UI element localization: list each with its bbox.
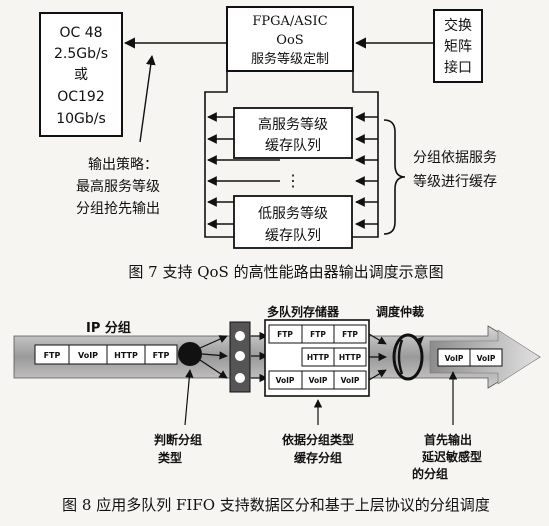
fpga-line-3: 服务等级定制: [251, 51, 329, 67]
output-policy-line-1: 输出策略：: [88, 156, 158, 173]
scheduler-arbiter-label: 调度仲裁: [376, 304, 424, 319]
buffer-annotation: 依据分组类型 缓存分组: [282, 432, 354, 465]
ip-packet-label: IP 分组: [86, 320, 131, 336]
queue-3-cell-2: VoIP: [309, 376, 328, 385]
buffer-note-line-2: 等级进行缓存: [413, 173, 497, 190]
figure7-caption: 图 7 支持 QoS 的高性能路由器输出调度示意图: [128, 263, 443, 281]
input-packet-3: HTTP: [114, 351, 138, 360]
classifier-gate: [229, 321, 251, 393]
fpga-line-2: OoS: [276, 33, 303, 48]
scheduler-swirl-icon: [392, 333, 424, 381]
memory-to-arbiter-arrows: [368, 333, 387, 381]
input-packet-1: FTP: [44, 351, 61, 360]
multi-queue-memory: FTP FTP FTP HTTP HTTP VoIP VoIP VoIP: [264, 319, 370, 397]
input-packet-2: VoIP: [78, 351, 98, 360]
fpga-qos-box: FPGA/ASIC OoS 服务等级定制: [226, 6, 354, 72]
low-queue-line-1: 低服务等级: [258, 205, 328, 222]
input-packet-4: FTP: [153, 351, 170, 360]
link-rate-line-1: OC 48: [59, 25, 102, 41]
output-policy-text: 输出策略： 最高服务等级 分组抢先输出: [76, 156, 160, 217]
low-queue-line-2: 缓存队列: [265, 228, 321, 244]
high-priority-queue: 高服务等级 缓存队列: [233, 107, 353, 159]
output-policy-line-2: 最高服务等级: [76, 178, 160, 195]
link-rate-line-2: 2.5Gb/s: [54, 46, 108, 62]
queue-arrows: [207, 112, 378, 229]
priority-line-1: 首先输出: [424, 432, 472, 447]
switch-line-3: 接口: [444, 59, 472, 76]
classify-line-2: 类型: [158, 450, 182, 465]
low-priority-queue: 低服务等级 缓存队列: [233, 195, 353, 249]
annotation-pointers: [184, 369, 458, 426]
switch-line-2: 矩阵: [444, 39, 472, 55]
classifier-branches: [199, 335, 228, 379]
priority-line-3: 的分组: [412, 466, 448, 481]
classify-line-1: 判断分组: [154, 432, 202, 447]
link-rate-line-5: 10Gb/s: [56, 111, 106, 127]
queue-2-cell-2: HTTP: [307, 353, 330, 362]
buffer-note-line-1: 分组依据服务: [413, 150, 497, 166]
output-packet-2: VoIP: [477, 354, 496, 363]
output-packets: VoIP VoIP: [437, 348, 503, 367]
link-rate-box: OC 48 2.5Gb/s 或 OC192 10Gb/s: [39, 12, 123, 137]
priority-annotation: 首先输出 延迟敏感型 的分组: [412, 432, 482, 481]
input-packets: FTP VoIP HTTP FTP: [34, 344, 178, 365]
link-rate-line-4: OC192: [57, 89, 105, 105]
priority-line-2: 延迟敏感型: [421, 449, 482, 464]
link-rate-line-3: 或: [74, 67, 88, 83]
buffer-brace: [383, 119, 406, 235]
output-packet-1: VoIP: [445, 354, 464, 363]
switch-line-1: 交换: [444, 17, 472, 34]
queue-3-cell-3: VoIP: [341, 376, 360, 385]
switch-matrix-box: 交换 矩阵 接口: [433, 9, 483, 83]
queue-1-cell-1: FTP: [277, 330, 293, 339]
figure8: IP 分组 FTP VoIP HTTP FTP: [13, 304, 541, 514]
buffer-line-2: 缓存分组: [294, 450, 342, 465]
classifier-node: [178, 342, 202, 366]
figure7: OC 48 2.5Gb/s 或 OC192 10Gb/s FPGA/ASIC O…: [39, 6, 497, 281]
buffer-note: 分组依据服务 等级进行缓存: [413, 150, 497, 190]
queue-3-cell-1: VoIP: [276, 376, 295, 385]
figure8-caption: 图 8 应用多队列 FIFO 支持数据区分和基于上层协议的分组调度: [62, 496, 490, 514]
classify-annotation: 判断分组 类型: [154, 432, 202, 465]
output-policy-arrow: [139, 55, 156, 143]
fpga-line-1: FPGA/ASIC: [252, 14, 327, 29]
buffer-line-1: 依据分组类型: [282, 432, 354, 447]
queue-ellipsis: ⋮: [285, 171, 301, 190]
queue-1-cell-3: FTP: [342, 330, 358, 339]
queue-1-cell-2: FTP: [310, 330, 326, 339]
high-queue-line-1: 高服务等级: [258, 116, 328, 133]
multi-queue-memory-label: 多队列存储器: [267, 304, 340, 319]
high-queue-line-2: 缓存队列: [265, 138, 321, 154]
queue-2-cell-3: HTTP: [339, 353, 362, 362]
output-policy-line-3: 分组抢先输出: [76, 200, 160, 217]
